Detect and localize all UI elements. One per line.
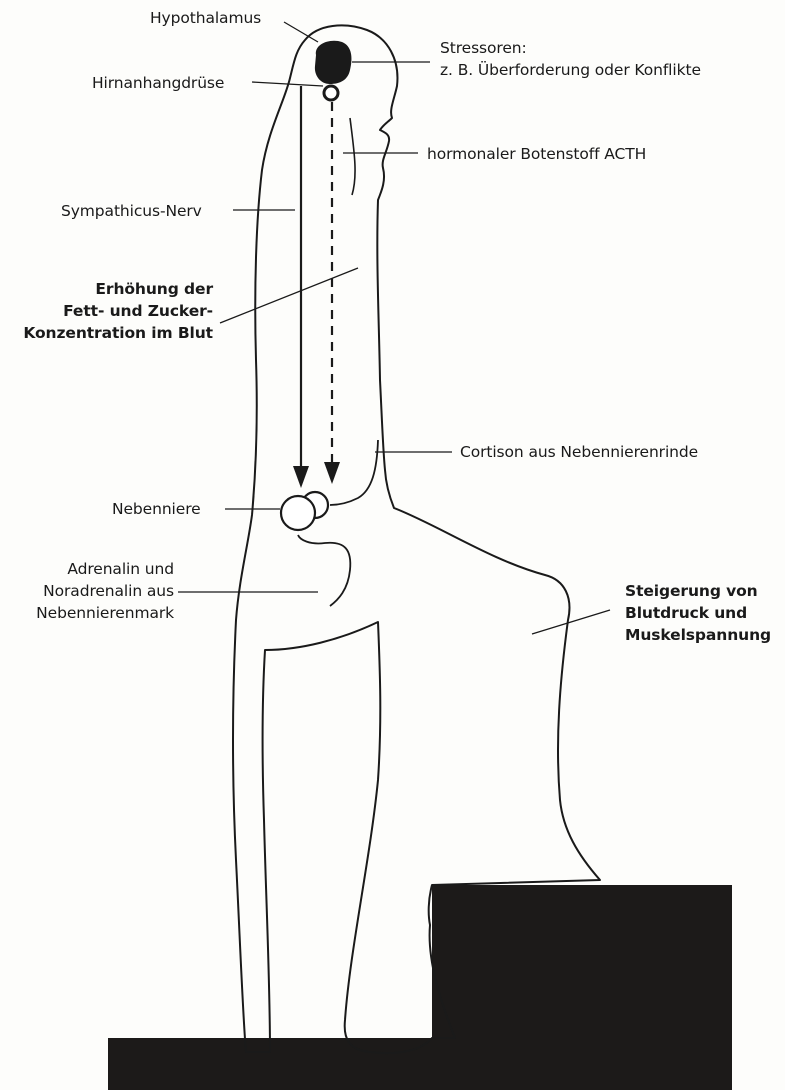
label-stressoren-line-1: Stressoren:: [440, 37, 701, 59]
label-fett-zucker-line-2: Fett- und Zucker-: [23, 300, 213, 322]
adrenal-gland-shape: [281, 496, 315, 530]
label-blutdruck-line-1: Steigerung von: [625, 580, 771, 602]
label-stressoren-line-2: z. B. Überforderung oder Konflikte: [440, 59, 701, 81]
label-stressoren: Stressoren: z. B. Überforderung oder Kon…: [440, 37, 701, 81]
label-sympathicus-text: Sympathicus-Nerv: [61, 200, 202, 222]
label-nebenniere: Nebenniere: [112, 498, 201, 520]
label-adrenalin: Adrenalin und Noradrenalin aus Nebennier…: [36, 558, 174, 624]
neck-line: [350, 118, 355, 195]
label-adrenalin-line-2: Noradrenalin aus: [36, 580, 174, 602]
sympathicus-arrowhead: [293, 466, 309, 488]
label-blutdruck: Steigerung von Blutdruck und Muskelspann…: [625, 580, 771, 646]
label-hirnanhangdruese: Hirnanhangdrüse: [92, 72, 224, 94]
hip-line: [298, 535, 350, 606]
label-acth-text: hormonaler Botenstoff ACTH: [427, 143, 646, 165]
hypothalamus-shape: [315, 41, 352, 84]
belly-line: [330, 440, 378, 505]
label-cortison: Cortison aus Nebennierenrinde: [460, 441, 698, 463]
label-hypothalamus: Hypothalamus: [150, 7, 261, 29]
leader-fett-zucker: [220, 268, 358, 323]
label-hypothalamus-text: Hypothalamus: [150, 7, 261, 29]
label-nebenniere-text: Nebenniere: [112, 498, 201, 520]
label-fett-zucker-line-1: Erhöhung der: [23, 278, 213, 300]
label-adrenalin-line-1: Adrenalin und: [36, 558, 174, 580]
stair-step: [108, 885, 732, 1090]
label-acth: hormonaler Botenstoff ACTH: [427, 143, 646, 165]
label-fett-zucker: Erhöhung der Fett- und Zucker- Konzentra…: [23, 278, 213, 344]
label-cortison-text: Cortison aus Nebennierenrinde: [460, 441, 698, 463]
acth-arrowhead: [324, 462, 340, 484]
label-fett-zucker-line-3: Konzentration im Blut: [23, 322, 213, 344]
label-sympathicus: Sympathicus-Nerv: [61, 200, 202, 222]
label-adrenalin-line-3: Nebennierenmark: [36, 602, 174, 624]
label-blutdruck-line-2: Blutdruck und: [625, 602, 771, 624]
label-blutdruck-line-3: Muskelspannung: [625, 624, 771, 646]
pituitary-gland-shape: [324, 86, 338, 100]
leader-blutdruck: [532, 610, 610, 634]
label-hirnanhangdruese-text: Hirnanhangdrüse: [92, 72, 224, 94]
